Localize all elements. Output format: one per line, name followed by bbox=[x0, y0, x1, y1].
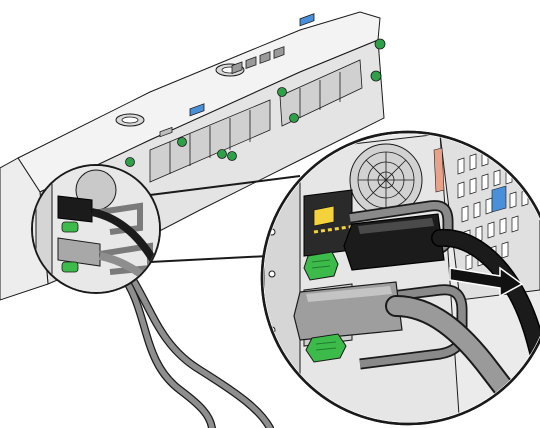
removal-direction-arrow bbox=[449, 266, 524, 298]
orange-highlight-strip bbox=[433, 147, 445, 193]
video-port bbox=[299, 13, 315, 27]
power-cord bbox=[91, 208, 159, 292]
psu-bracket bbox=[264, 149, 301, 422]
network-port bbox=[273, 46, 285, 59]
small-detail-circle bbox=[31, 164, 161, 294]
release-tab bbox=[61, 221, 79, 233]
cord-plug-grey-highlight bbox=[306, 286, 392, 302]
retention-latch-arm bbox=[313, 224, 357, 234]
release-tab bbox=[303, 251, 339, 281]
thumbscrew-icon bbox=[277, 87, 287, 97]
green-thumbscrews bbox=[125, 38, 386, 167]
fan-grille bbox=[357, 151, 415, 209]
cord-plug-grey bbox=[57, 237, 101, 267]
network-port bbox=[259, 51, 271, 64]
power-cord bbox=[117, 269, 215, 428]
rear-io-ports bbox=[159, 13, 315, 138]
power-cord bbox=[99, 252, 159, 292]
network-port bbox=[245, 56, 257, 70]
power-cords-background bbox=[106, 246, 274, 428]
video-port bbox=[189, 103, 205, 117]
thumbscrew-icon bbox=[177, 137, 187, 147]
power-cord bbox=[432, 230, 540, 422]
thumbscrew-icon bbox=[374, 38, 386, 50]
usb-port bbox=[159, 126, 173, 138]
cord-plug-black bbox=[57, 195, 93, 223]
thumbscrew-icon bbox=[289, 113, 299, 123]
arrow-icon bbox=[449, 266, 524, 298]
thumbscrew-icon bbox=[227, 151, 237, 161]
thumbscrew-icon bbox=[125, 157, 135, 167]
release-tab bbox=[305, 333, 347, 363]
power-cord bbox=[107, 247, 273, 428]
chassis-vent-hole bbox=[121, 116, 139, 124]
thumbscrew-icon bbox=[370, 70, 382, 82]
detail-circle-outline bbox=[260, 130, 540, 426]
cord-plug-black-highlight bbox=[358, 218, 434, 234]
bracket-screw-hole bbox=[268, 270, 276, 278]
thumbscrew-icon bbox=[217, 149, 227, 159]
release-tab bbox=[61, 261, 79, 273]
pcie-card-slots bbox=[149, 59, 363, 183]
cable-retention-clip bbox=[359, 285, 466, 368]
magnifier-cone-lines bbox=[149, 175, 301, 263]
network-port bbox=[231, 61, 243, 75]
retention-latch bbox=[313, 205, 335, 227]
blue-connector bbox=[491, 185, 507, 213]
